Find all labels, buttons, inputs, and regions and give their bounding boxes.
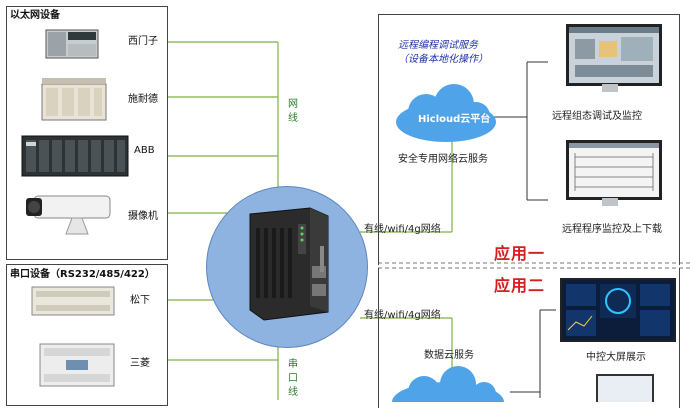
dashboard-caption: 中控大屏展示	[586, 352, 646, 363]
device-label-panasonic: 松下	[130, 295, 150, 306]
link-label-2: 有线/wifi/4g网络	[364, 310, 441, 321]
monitor1-caption: 远程组态调试及监控	[552, 111, 642, 122]
schneider-plc-icon	[38, 76, 110, 124]
monitor-scada	[566, 24, 662, 86]
app1-label: 应用一	[494, 244, 546, 263]
app2-panel	[378, 268, 680, 408]
dashboard-screen	[560, 278, 676, 342]
device-label-abb: ABB	[134, 145, 155, 156]
net-line-label: 网线	[288, 99, 298, 124]
device-label-mitsubishi: 三菱	[130, 358, 150, 369]
bottom-monitor	[596, 374, 654, 402]
ethernet-panel-title: 以太网设备	[10, 10, 60, 21]
cloud-name: Hicloud云平台	[418, 114, 491, 125]
panasonic-plc-icon	[30, 283, 116, 319]
cloud-icon	[392, 82, 500, 146]
service-title-line1: 远程编程调试服务	[398, 40, 478, 51]
service-title-line2: （设备本地化操作）	[398, 54, 488, 65]
cloud-caption: 安全专用网络云服务	[398, 154, 488, 165]
serial-line-label: 串口线	[288, 359, 298, 398]
data-cloud-icon	[388, 362, 508, 408]
link-label-1: 有线/wifi/4g网络	[364, 224, 441, 235]
gateway-device-icon	[240, 206, 336, 322]
serial-panel-title: 串口设备（RS232/485/422）	[10, 269, 155, 280]
device-label-siemens: 西门子	[128, 36, 158, 47]
device-label-camera: 摄像机	[128, 211, 158, 222]
monitor-program	[566, 140, 662, 200]
camera-icon	[22, 190, 114, 240]
app1-panel	[378, 14, 680, 265]
mitsubishi-plc-icon	[38, 340, 116, 388]
app2-label: 应用二	[494, 276, 546, 295]
siemens-plc-icon	[44, 26, 100, 60]
monitor2-caption: 远程程序监控及上下载	[562, 224, 662, 235]
device-label-schneider: 施耐德	[128, 94, 158, 105]
abb-plc-icon	[20, 132, 130, 180]
data-cloud-caption: 数据云服务	[424, 350, 474, 361]
